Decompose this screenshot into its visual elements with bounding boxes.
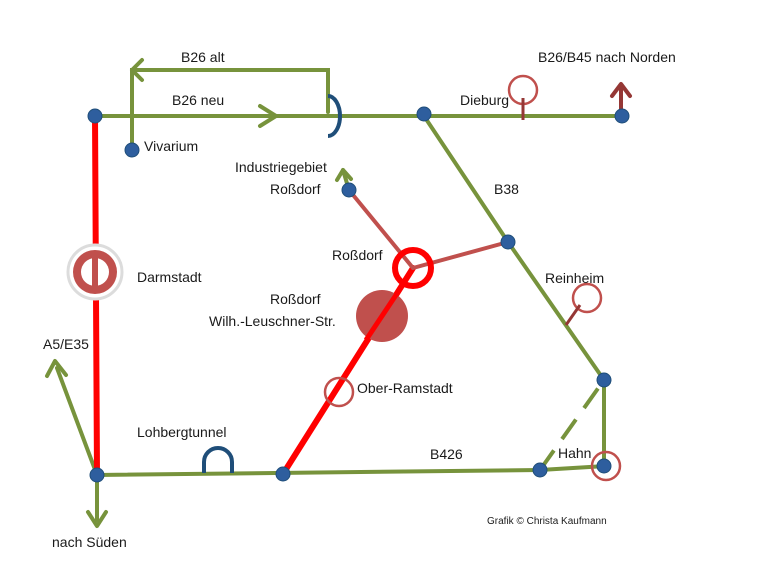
node-dot-icon	[124, 142, 140, 158]
label-b426: B426	[430, 446, 463, 462]
arrow-south-icon	[86, 510, 108, 528]
green-roads	[55, 68, 624, 522]
node-dot-icon	[500, 234, 516, 250]
arrow-industriegebiet-icon	[335, 168, 353, 182]
labels: B26 alt B26 neu B26/B45 nach Norden Dieb…	[43, 49, 676, 550]
node-dot-icon	[596, 458, 612, 474]
arrow-b26-alt-icon	[130, 58, 144, 82]
label-industriegebiet: Industriegebiet	[235, 159, 327, 175]
road-b26-alt	[130, 68, 330, 152]
node-dot-icon	[89, 467, 105, 483]
north-arrow	[610, 82, 632, 112]
roundabout-rossdorf-icon	[392, 247, 434, 289]
node-dot-icon	[532, 462, 548, 478]
label-rossdorf-industrie: Roßdorf	[270, 181, 321, 197]
node-dot-icon	[596, 372, 612, 388]
label-a5-e35: A5/E35	[43, 336, 89, 352]
label-b38: B38	[494, 181, 519, 197]
arrow-a5-icon	[45, 359, 68, 378]
arrow-b26-neu-icon	[258, 104, 278, 128]
node-dot-icon	[416, 106, 432, 122]
roundabout-darmstadt-icon	[66, 243, 124, 301]
road-closure-icon	[507, 74, 539, 120]
label-b26-neu: B26 neu	[172, 92, 224, 108]
label-darmstadt: Darmstadt	[137, 269, 202, 285]
label-reinheim: Reinheim	[545, 270, 604, 286]
roundabout-rossdorf-wl-icon	[356, 290, 408, 342]
label-vivarium: Vivarium	[144, 138, 198, 154]
bridge-bracket-icon	[327, 94, 342, 138]
label-b26-alt: B26 alt	[181, 49, 225, 65]
label-b26-b45: B26/B45 nach Norden	[538, 49, 676, 65]
road-closure-icon	[564, 282, 603, 326]
nodes	[87, 106, 630, 483]
road-closure-icon	[323, 376, 355, 408]
closure-markers	[323, 74, 622, 482]
road-hahn-link	[538, 464, 608, 472]
credit-text: Grafik © Christa Kaufmann	[487, 516, 607, 527]
node-dot-icon	[275, 466, 291, 482]
node-dot-icon	[87, 108, 103, 124]
tunnel-arch-icon	[202, 446, 234, 473]
label-nach-sueden: nach Süden	[52, 534, 127, 550]
road-b426	[95, 468, 542, 477]
label-ober-ramstadt: Ober-Ramstadt	[357, 380, 453, 396]
green-arrowheads	[45, 58, 353, 528]
label-rossdorf-wl-1: Roßdorf	[270, 291, 321, 307]
road-b38	[422, 114, 606, 468]
label-dieburg: Dieburg	[460, 92, 509, 108]
label-hahn: Hahn	[558, 445, 591, 461]
node-dot-icon	[614, 108, 630, 124]
node-dot-icon	[341, 182, 357, 198]
arrow-north-icon	[610, 82, 632, 98]
label-lohbergtunnel: Lohbergtunnel	[137, 424, 227, 440]
road-hahn-dashed	[538, 378, 606, 472]
label-rossdorf: Roßdorf	[332, 247, 383, 263]
road-closure-icon	[590, 450, 622, 482]
label-rossdorf-wl-2: Wilh.-Leuschner-Str.	[209, 313, 336, 329]
road-a5-e35	[55, 366, 99, 477]
